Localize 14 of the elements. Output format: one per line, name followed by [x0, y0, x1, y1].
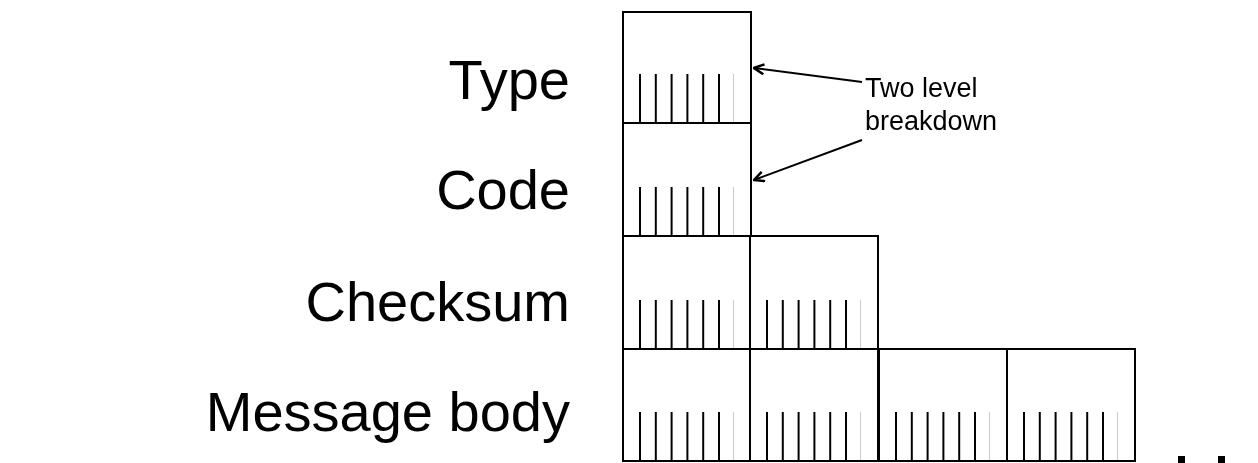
field-name: Checksum — [305, 272, 570, 332]
byte-box — [878, 348, 1008, 462]
leader-arrow — [752, 63, 863, 83]
byte-box — [749, 348, 879, 462]
leader-arrow — [752, 139, 863, 183]
field-name: Type — [448, 50, 570, 110]
field-name: Message body — [205, 382, 570, 442]
field-name: Code — [436, 160, 570, 220]
byte-box — [749, 235, 879, 350]
byte-box — [622, 348, 752, 462]
byte-box — [1006, 348, 1136, 462]
byte-box — [622, 122, 752, 237]
byte-box — [622, 11, 752, 124]
annotation-text: Two level breakdown — [865, 72, 1035, 138]
